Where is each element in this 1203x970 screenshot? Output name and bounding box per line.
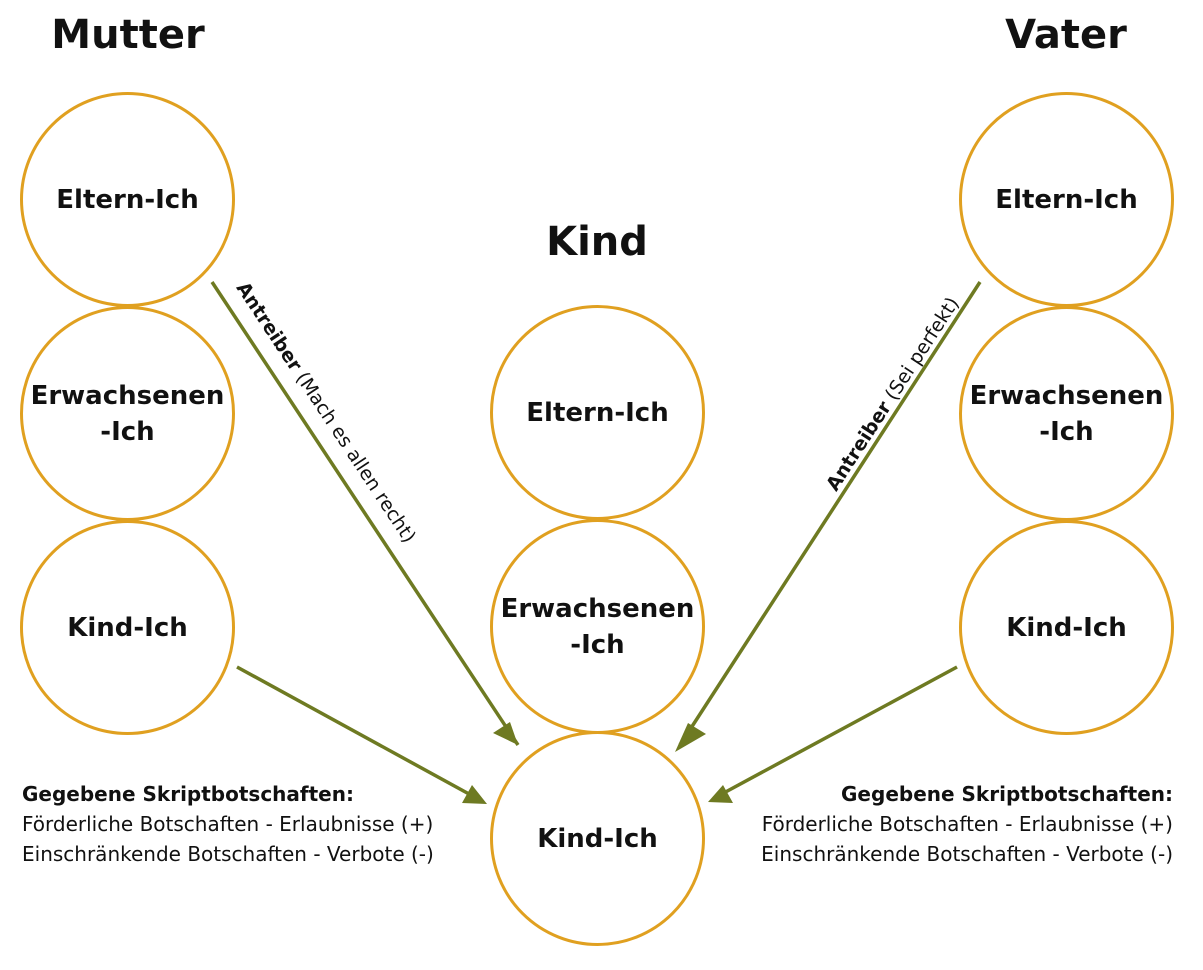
mother-kind-ich-circle: Kind-Ich <box>20 520 235 735</box>
child-kind-ich-label: Kind-Ich <box>537 823 658 854</box>
father-eltern-ich-circle: Eltern-Ich <box>959 92 1174 307</box>
arrowhead-right-driver <box>675 723 706 752</box>
arrowhead-right-kind <box>708 785 733 803</box>
mother-kind-ich-label: Kind-Ich <box>67 612 188 643</box>
legend-right-line2: Einschränkende Botschaften - Verbote (-) <box>761 842 1173 866</box>
mother-erwachsenen-ich-label: Erwachsenen -Ich <box>30 380 225 447</box>
child-erwachsenen-ich-circle: Erwachsenen -Ich <box>490 519 705 734</box>
arrowhead-left-driver <box>493 722 518 745</box>
legend-left: Gegebene Skriptbotschaften: Förderliche … <box>22 779 434 869</box>
father-kind-ich-circle: Kind-Ich <box>959 520 1174 735</box>
arrow-mother-kind-to-child-kind <box>236 665 481 802</box>
mother-heading: Mutter <box>51 12 205 58</box>
legend-left-line1: Förderliche Botschaften - Erlaubnisse (+… <box>22 812 434 836</box>
father-heading: Vater <box>1005 12 1127 58</box>
legend-right: Gegebene Skriptbotschaften: Förderliche … <box>761 779 1173 869</box>
child-heading: Kind <box>546 219 648 265</box>
arrow-father-kind-to-child-kind <box>719 665 958 797</box>
father-erwachsenen-ich-label: Erwachsenen -Ich <box>969 380 1164 447</box>
legend-left-title: Gegebene Skriptbotschaften: <box>22 782 354 806</box>
mother-eltern-ich-circle: Eltern-Ich <box>20 92 235 307</box>
father-kind-ich-label: Kind-Ich <box>1006 612 1127 643</box>
father-eltern-ich-label: Eltern-Ich <box>995 184 1138 215</box>
legend-right-title: Gegebene Skriptbotschaften: <box>841 782 1173 806</box>
child-eltern-ich-label: Eltern-Ich <box>526 397 669 428</box>
child-eltern-ich-circle: Eltern-Ich <box>490 305 705 520</box>
father-erwachsenen-ich-circle: Erwachsenen -Ich <box>959 306 1174 521</box>
child-kind-ich-circle: Kind-Ich <box>490 731 705 946</box>
child-erwachsenen-ich-label: Erwachsenen -Ich <box>500 593 695 660</box>
arrowhead-left-kind <box>462 785 487 804</box>
legend-right-line1: Förderliche Botschaften - Erlaubnisse (+… <box>761 812 1173 836</box>
mother-eltern-ich-label: Eltern-Ich <box>56 184 199 215</box>
arrow-father-eltern-to-child-kind <box>678 281 982 746</box>
legend-left-line2: Einschränkende Botschaften - Verbote (-) <box>22 842 434 866</box>
mother-erwachsenen-ich-circle: Erwachsenen -Ich <box>20 306 235 521</box>
arrow-mother-eltern-to-child-kind <box>210 281 520 746</box>
